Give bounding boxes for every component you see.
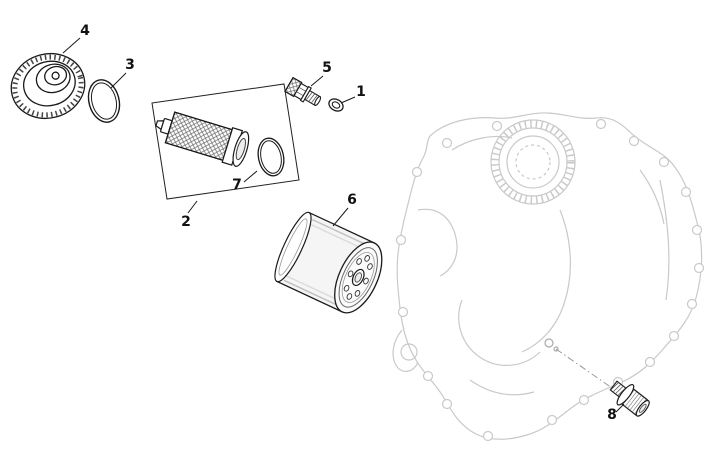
part-number: 2	[181, 214, 191, 230]
leader-line	[110, 72, 127, 89]
casting-rib	[451, 135, 513, 151]
bearing-boss	[490, 119, 576, 205]
part-number: 3	[125, 57, 135, 73]
filter-bolt-holes	[343, 255, 373, 300]
bearing-knurl	[491, 120, 575, 204]
part-number: 7	[232, 177, 242, 193]
part-label-7: 7	[232, 170, 258, 193]
lug-hole	[400, 343, 418, 361]
part-number: 5	[322, 60, 332, 76]
casting-rib	[639, 169, 665, 225]
bearing-boss	[506, 135, 560, 189]
bolt-hole	[553, 346, 559, 352]
part-5-drain-plug	[284, 76, 322, 107]
filter-seat-arc	[458, 299, 541, 366]
bolt-bosses	[395, 118, 705, 442]
part-label-2: 2	[181, 200, 198, 230]
part-label-8: 8	[607, 403, 625, 423]
part-number: 1	[356, 84, 366, 100]
crankcase-contour	[396, 112, 703, 440]
part-1-seal-washer	[328, 98, 344, 112]
part-label-3: 3	[110, 57, 135, 89]
casting-rib	[521, 209, 571, 353]
assembly-axis-line	[555, 348, 613, 389]
kit-boundary-box	[151, 83, 300, 200]
casting-rib	[417, 208, 458, 277]
bearing-inner	[515, 144, 551, 180]
part-label-5: 5	[310, 60, 332, 87]
mount-lug	[392, 329, 419, 372]
leader-line	[62, 37, 81, 54]
part-number: 6	[347, 192, 357, 208]
part-label-4: 4	[62, 23, 90, 54]
part-number: 4	[80, 23, 90, 39]
leader-line	[340, 96, 356, 104]
part-labels: 4 3 2 7 5 1 6 8	[62, 23, 625, 423]
casting-rib	[659, 179, 670, 301]
leader-line	[187, 200, 198, 214]
casting-rib	[469, 379, 535, 396]
part-3-o-ring-large	[87, 79, 121, 123]
leader-line	[243, 170, 258, 183]
part-number: 8	[607, 407, 617, 423]
part-4-oil-filter-cover	[10, 52, 86, 120]
part-label-1: 1	[340, 84, 366, 104]
part-7-o-ring-small	[257, 137, 285, 177]
engine-crankcase-outline	[392, 112, 705, 442]
part-label-6: 6	[332, 192, 357, 227]
part-8-flange-bolt	[609, 380, 650, 417]
bearing-boss	[498, 127, 568, 197]
bolt-hole	[544, 338, 554, 348]
leader-line	[332, 207, 349, 227]
leader-line	[310, 75, 324, 87]
leader-line	[615, 403, 625, 413]
part-6-oil-filter-canister	[274, 211, 383, 314]
part-2-screen-cartridge	[155, 111, 250, 167]
